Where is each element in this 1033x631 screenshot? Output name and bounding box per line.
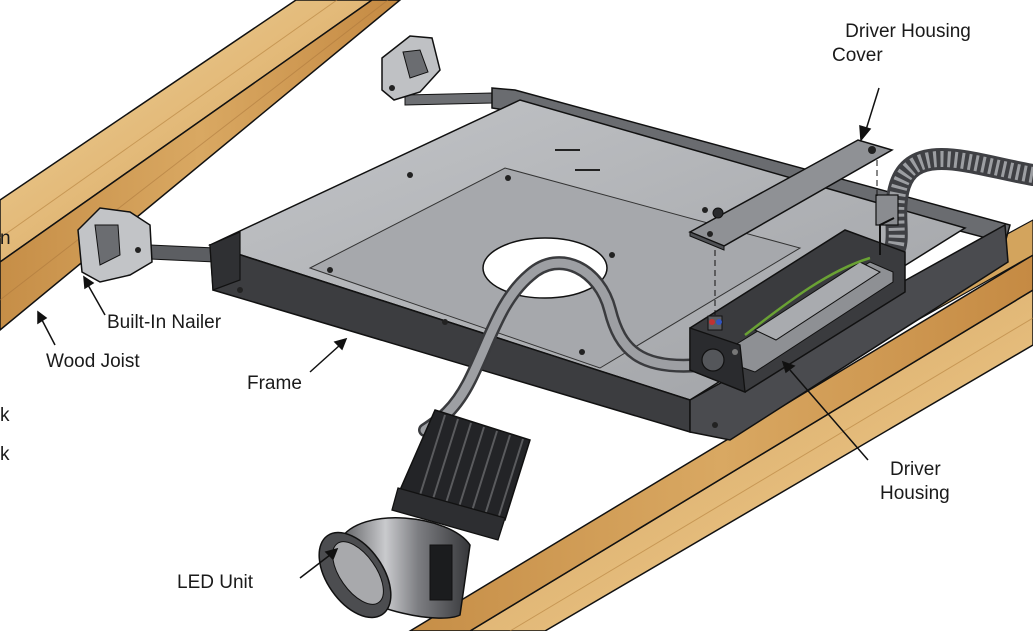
driver-housing-cover-line2: Cover (832, 45, 883, 66)
wood-joist-label: Wood Joist (46, 351, 140, 372)
driver-housing-label: Driver Housing (880, 458, 950, 506)
driver-housing-cover (688, 139, 894, 315)
hanger-bars (149, 92, 493, 263)
nailer-left (77, 207, 153, 283)
leader-lines (37, 87, 880, 579)
cropped-text-1: n (0, 228, 11, 249)
nailer-top (381, 35, 441, 101)
driver-housing-cover-line1: Driver Housing (845, 21, 971, 42)
led-unit-label: LED Unit (177, 572, 254, 593)
frame-label: Frame (247, 373, 302, 394)
cropped-text-2: k (0, 405, 10, 426)
driver-housing (689, 217, 906, 394)
flex-conduit (875, 148, 1033, 259)
led-unit (318, 409, 531, 619)
driver-housing-line2: Housing (880, 483, 950, 504)
driver-housing-line1: Driver (890, 459, 941, 480)
driver-housing-cover-label: Driver Housing Cover (818, 20, 998, 68)
cropped-text-3: k (0, 444, 10, 465)
built-in-nailer-label: Built-In Nailer (107, 312, 222, 333)
